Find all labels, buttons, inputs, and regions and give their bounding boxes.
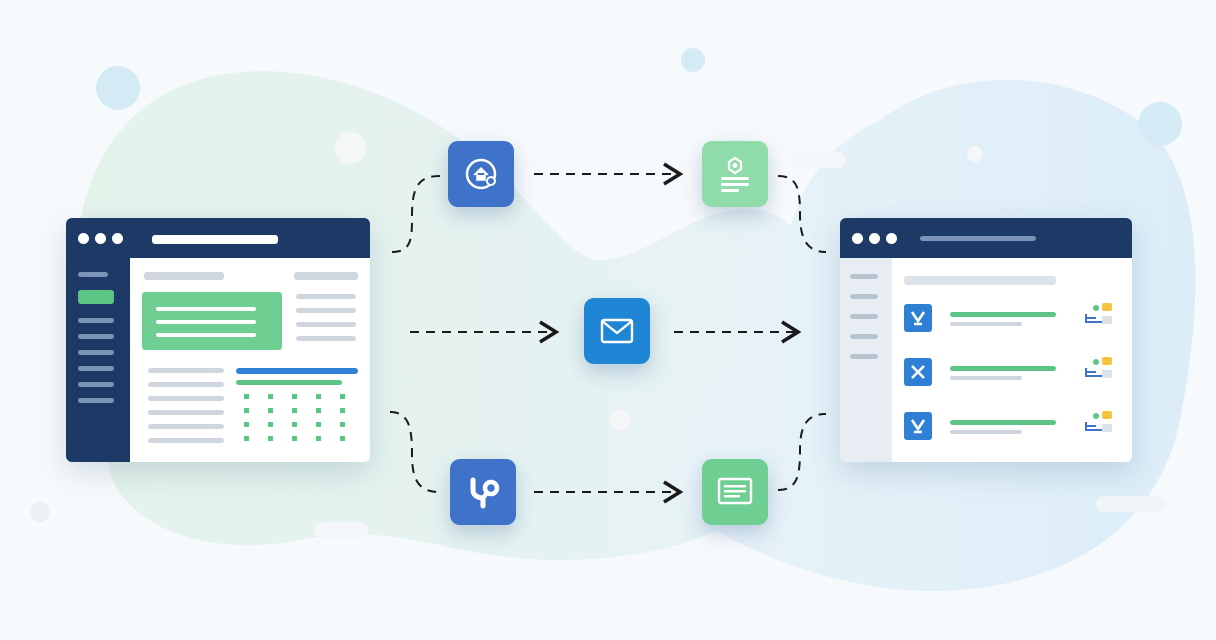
- card-line: [156, 307, 256, 311]
- item-line-green: [950, 366, 1056, 371]
- source-title-bar: [66, 218, 370, 258]
- home-gear-icon: [465, 158, 497, 190]
- content-line: [296, 322, 356, 327]
- settings-node: [448, 141, 514, 207]
- pill: [314, 522, 368, 538]
- bubble: [1138, 102, 1182, 146]
- check-icon: [904, 412, 932, 440]
- content-line: [148, 438, 224, 443]
- data-grid: [244, 394, 345, 441]
- sidebar-line: [78, 382, 114, 387]
- check-icon: [904, 358, 932, 386]
- bubble: [96, 66, 140, 110]
- card-line: [156, 333, 256, 337]
- sidebar-line: [78, 366, 114, 371]
- sidebar-line: [78, 318, 114, 323]
- status-tag-icon: [1085, 411, 1112, 432]
- item-line-green: [950, 312, 1056, 317]
- content-line: [148, 382, 224, 387]
- branch-icon: [470, 477, 500, 509]
- sidebar-line: [850, 334, 878, 339]
- card-line: [156, 320, 256, 324]
- sidebar-line: [850, 274, 878, 279]
- target-window: [840, 218, 1132, 462]
- connector-source-to-settings: [391, 175, 441, 253]
- badge-document-icon: [721, 156, 749, 192]
- list-window-icon: [717, 477, 753, 505]
- content-line: [148, 368, 224, 373]
- bubble: [967, 146, 983, 162]
- bubble: [30, 502, 50, 522]
- window-dot: [95, 233, 106, 244]
- content-line: [296, 294, 356, 299]
- item-line-gray: [950, 430, 1022, 434]
- bubble: [609, 409, 631, 431]
- content-header-line: [904, 276, 1056, 285]
- list-item: [904, 357, 1122, 390]
- table-header-blue: [236, 368, 358, 374]
- table-header-green: [236, 380, 342, 385]
- content-line: [296, 308, 356, 313]
- connector-document-to-target: [777, 175, 827, 253]
- source-sidebar: [66, 258, 130, 462]
- sidebar-line: [78, 334, 114, 339]
- mail-node: [584, 298, 650, 364]
- bubble: [681, 48, 705, 72]
- content-line: [148, 424, 224, 429]
- window-dot: [78, 233, 89, 244]
- check-icon: [904, 304, 932, 332]
- connector-source-to-branch: [389, 411, 441, 493]
- message-node: [702, 459, 768, 525]
- content-line: [148, 410, 224, 415]
- window-dot: [852, 233, 863, 244]
- status-tag-icon: [1085, 357, 1112, 378]
- document-node: [702, 141, 768, 207]
- content-line: [296, 336, 356, 341]
- sidebar-line: [850, 314, 878, 319]
- target-title-bar: [840, 218, 1132, 258]
- item-line-green: [950, 420, 1056, 425]
- address-bar: [920, 236, 1036, 241]
- status-tag-icon: [1085, 303, 1112, 324]
- sidebar-line: [78, 350, 114, 355]
- target-sidebar: [840, 258, 892, 462]
- content-line: [148, 396, 224, 401]
- window-dot: [886, 233, 897, 244]
- sidebar-line: [78, 272, 108, 277]
- source-window: [66, 218, 370, 462]
- content-line: [144, 272, 224, 280]
- content-line: [294, 272, 358, 280]
- sidebar-line: [850, 294, 878, 299]
- highlight-card: [142, 292, 282, 350]
- pill: [792, 152, 846, 168]
- envelope-icon: [600, 318, 634, 344]
- item-line-gray: [950, 376, 1022, 380]
- branch-node: [450, 459, 516, 525]
- list-item: [904, 303, 1122, 336]
- sidebar-line: [850, 354, 878, 359]
- pill: [1096, 496, 1166, 512]
- item-line-gray: [950, 322, 1022, 326]
- connector-message-to-target: [777, 413, 827, 491]
- window-dot: [869, 233, 880, 244]
- bubble: [334, 132, 366, 164]
- window-dot: [112, 233, 123, 244]
- sidebar-line: [78, 398, 114, 403]
- sidebar-active-item: [78, 290, 114, 304]
- address-bar: [152, 235, 278, 244]
- list-item: [904, 411, 1122, 444]
